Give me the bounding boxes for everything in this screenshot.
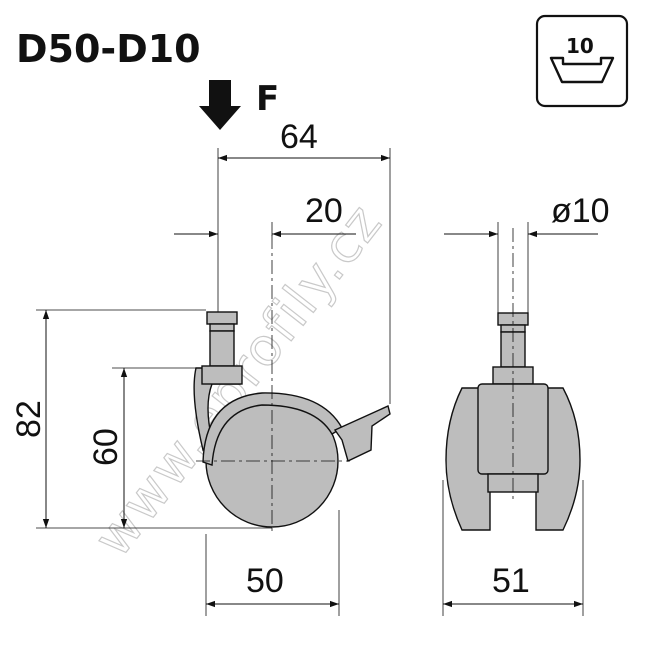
force-label: F [256,79,279,119]
dimension-stem-diameter: ø10 [551,192,610,230]
badge-value: 10 [566,34,594,58]
caster-side-view [193,235,391,532]
dimension-51: 51 [492,562,530,600]
dimension-60: 60 [87,428,125,466]
product-title: D50-D10 [16,27,201,71]
dimension-lines [36,148,598,616]
force-arrow-icon [199,80,241,130]
dimension-82: 82 [10,400,48,438]
badge: 10 [535,14,629,108]
caster-front-view [445,228,581,531]
t-slot-profile-icon [549,56,615,84]
dimension-64: 64 [280,118,318,156]
dimension-50: 50 [246,562,284,600]
dimension-20: 20 [305,192,343,230]
